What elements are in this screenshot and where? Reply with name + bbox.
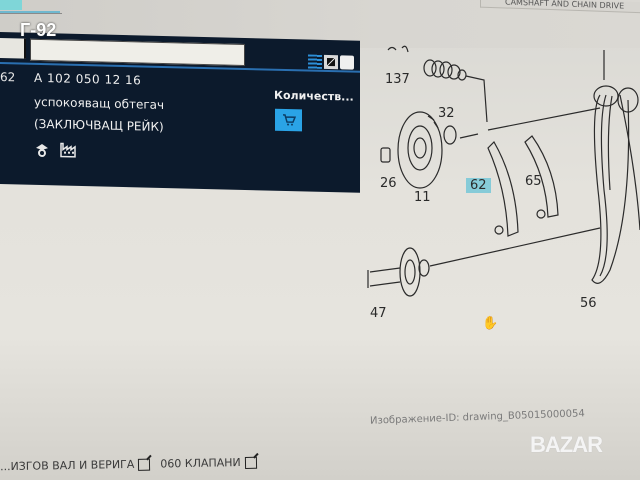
breadcrumb-camshaft-chain[interactable]: ...ИЗГОВ ВАЛ И ВЕРИГА: [0, 457, 151, 474]
expand-icon[interactable]: [324, 54, 338, 70]
callout-62-highlighted[interactable]: 62: [466, 178, 491, 193]
breadcrumb: ...ИЗГОВ ВАЛ И ВЕРИГА 060 КЛАПАНИ: [0, 456, 257, 473]
image-id-label: Изображение-ID: drawing_B05015000054: [369, 408, 585, 427]
callout-137[interactable]: 137: [385, 72, 410, 87]
list-view-icon[interactable]: [308, 54, 322, 69]
search-input[interactable]: [30, 38, 245, 66]
callout-32[interactable]: 32: [438, 106, 455, 121]
repair-gear-icon[interactable]: [34, 141, 50, 158]
view-toolbar: [308, 54, 354, 70]
callout-47[interactable]: 47: [370, 306, 387, 321]
tab-indicator: [0, 0, 22, 10]
part-note: (ЗАКЛЮЧВАЩ РЕЙК): [34, 116, 164, 135]
breadcrumb-valves[interactable]: 060 КЛАПАНИ: [160, 456, 257, 471]
hand-cursor-icon: ✋: [482, 316, 499, 331]
part-detail-panel: 62 A 102 050 12 16 успокояващ обтегач (З…: [0, 32, 360, 193]
cart-icon: [282, 114, 296, 126]
factory-icon[interactable]: [60, 141, 78, 158]
quantity-label: Количеств...: [274, 88, 354, 104]
part-number[interactable]: A 102 050 12 16: [34, 70, 142, 88]
breadcrumb-label: ...ИЗГОВ ВАЛ И ВЕРИГА: [0, 457, 135, 474]
callout-26[interactable]: 26: [380, 176, 397, 191]
part-name: успокояващ обтегач: [34, 94, 165, 113]
breadcrumb-label: 060 КЛАПАНИ: [160, 456, 241, 471]
watermark-logo: BAZAR: [530, 432, 603, 457]
tab-camshaft-chain-drive[interactable]: CAMSHAFT AND CHAIN DRIVE: [480, 0, 640, 15]
parts-diagram[interactable]: [360, 40, 640, 340]
copy-icon[interactable]: [340, 55, 354, 70]
tab-underline: [0, 11, 60, 13]
edit-icon[interactable]: [244, 456, 257, 469]
add-to-cart-button[interactable]: [275, 108, 302, 132]
divider: [0, 13, 62, 14]
position-number: 62: [0, 70, 16, 85]
callout-11[interactable]: 11: [414, 190, 431, 205]
callout-65[interactable]: 65: [525, 174, 542, 189]
edit-icon[interactable]: [138, 458, 151, 471]
watermark-label: Г-92: [20, 20, 57, 40]
part-attribute-icons: [34, 141, 78, 158]
callout-56[interactable]: 56: [580, 296, 597, 311]
side-tab[interactable]: [0, 38, 26, 59]
